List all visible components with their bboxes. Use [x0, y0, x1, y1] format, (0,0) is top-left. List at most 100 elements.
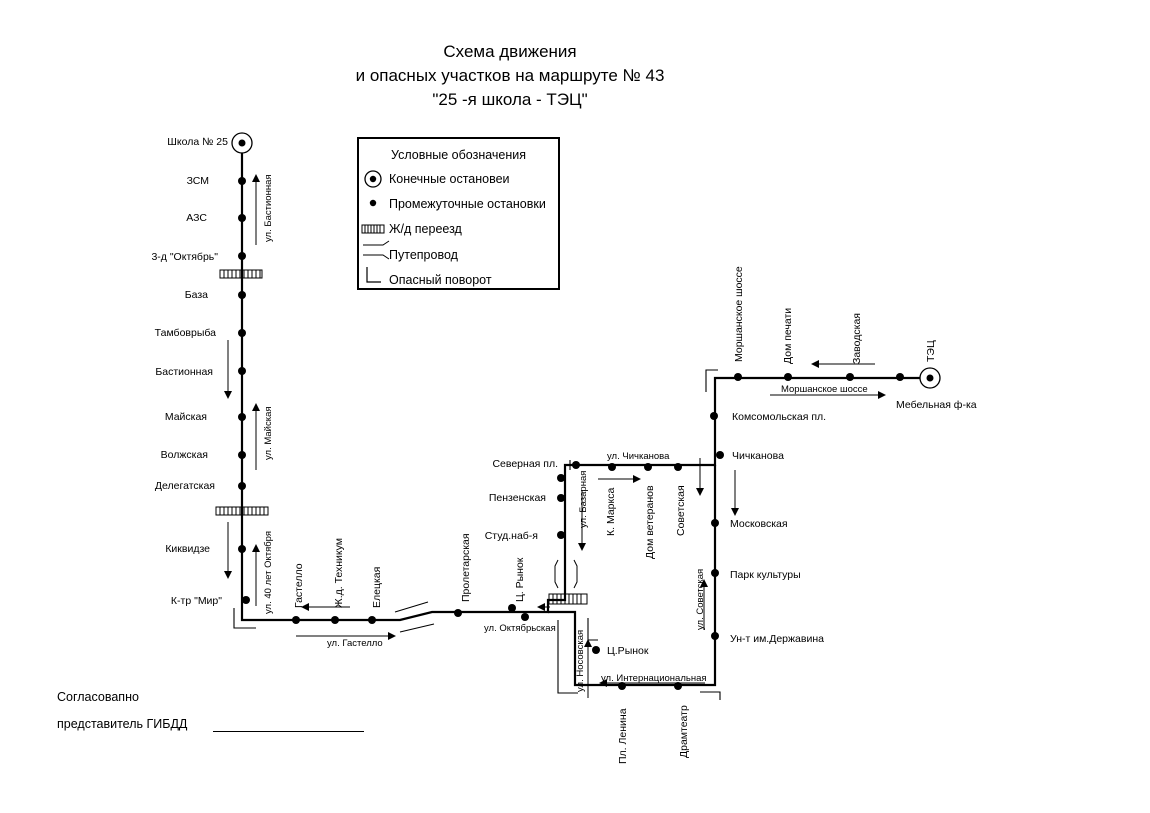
- dangerous-turn-6: [587, 618, 598, 641]
- stop-label-volzhskaya: Волжская: [161, 449, 208, 461]
- legend-heading: Условные обозначения: [390, 148, 527, 162]
- railway-crossing-icon: [361, 224, 385, 234]
- stop-dot-eletskaya: [368, 616, 376, 624]
- stop-dot-penzenskaya: [557, 494, 565, 502]
- stop-label-mir: К-тр "Мир": [171, 595, 222, 607]
- legend-overpass-label: Путепровод: [389, 248, 458, 262]
- stop-label-moskovskaya: Московская: [730, 518, 788, 530]
- stop-label-morshanskoe: Моршанское шоссе: [733, 266, 745, 362]
- stop-dot-derzhavina: [711, 632, 719, 640]
- stop-label-stud: Студ.наб-я: [485, 530, 538, 542]
- stop-dot-pl-lenina: [618, 682, 626, 690]
- street-label-morshanskoe: Моршанское шоссе: [781, 384, 868, 395]
- stop-dot-ts-rynok-top: [508, 604, 516, 612]
- title-line-3: "25 -я школа - ТЭЦ": [432, 90, 588, 109]
- stop-label-bastionnaya: Бастионная: [155, 366, 213, 378]
- stop-label-proletarskaya: Пролетарская: [460, 533, 472, 602]
- stop-dot-proletarskaya: [454, 609, 462, 617]
- stop-dot-dramteatr: [674, 682, 682, 690]
- terminal-stop-tets: [919, 367, 941, 389]
- street-label-sovetskaya: ул. Советская: [695, 569, 706, 630]
- street-label-oktyabrskaya: ул. Октябрьская: [484, 623, 556, 634]
- stop-dot-kikvidze: [238, 545, 246, 553]
- stop-label-derzhavina: Ун-т им.Державина: [730, 633, 824, 645]
- stop-label-dom-pechati: Дом печати: [782, 308, 794, 364]
- stop-dot-chichkanova-1: [608, 463, 616, 471]
- dangerous-turn-icon: [366, 267, 381, 283]
- stop-dot-mebelnaya: [896, 373, 904, 381]
- street-label-bazarnaya: ул. Базарная: [578, 471, 589, 528]
- stop-dot-technikum: [331, 616, 339, 624]
- legend-railway-label: Ж/д переезд: [389, 222, 462, 236]
- overpass-1: [394, 601, 435, 633]
- stop-label-ts-rynok-top: Ц. Рынок: [514, 557, 526, 602]
- street-label-internatsionalnaya: ул. Интернациональная: [601, 673, 707, 684]
- stop-label-komsomolskaya: Комсомольская пл.: [732, 411, 826, 423]
- legend: Условные обозначения Конечные остановеи …: [357, 137, 560, 290]
- street-label-gastello: ул. Гастелло: [327, 638, 383, 649]
- stop-label-kikvidze: Киквидзе: [165, 543, 210, 555]
- stop-dot-mir: [242, 596, 250, 604]
- stop-label-azs: АЗС: [186, 212, 207, 224]
- stop-dot-komsomolskaya: [710, 412, 718, 420]
- stop-dot-severnaya-2: [557, 474, 565, 482]
- stop-label-gastello: Гастелло: [293, 563, 305, 608]
- stop-label-tets: ТЭЦ: [925, 340, 937, 362]
- stop-label-zsm: ЗСМ: [187, 175, 209, 187]
- stop-dot-tambovryba: [238, 329, 246, 337]
- stop-dot-azs: [238, 214, 246, 222]
- route-loop: [548, 465, 717, 687]
- footer-gibdd: представитель ГИБДД: [57, 717, 188, 731]
- street-label-bastionnaya: ул. Бастионная: [263, 175, 274, 243]
- stop-dot-zavodskaya: [846, 373, 854, 381]
- stop-dot-park: [711, 569, 719, 577]
- stop-label-zd-oktyabr: 3-д "Октябрь": [151, 251, 218, 263]
- stop-label-dom-veteranov: Дом ветеранов: [644, 485, 656, 559]
- dangerous-turn-4: [700, 691, 721, 700]
- railway-crossing-2: [215, 506, 269, 516]
- stop-label-penzenskaya: Пензенская: [489, 492, 546, 504]
- legend-terminal-label: Конечные остановеи: [389, 172, 510, 186]
- overpass-2: [554, 559, 578, 589]
- stop-label-pl-lenina: Пл. Ленина: [617, 708, 629, 764]
- stop-dot-morshanskoe: [734, 373, 742, 381]
- stop-dot-delegatskaya: [238, 482, 246, 490]
- stop-label-baza: База: [185, 289, 208, 301]
- stop-dot-volzhskaya: [238, 451, 246, 459]
- stop-dot-severnaya: [572, 461, 580, 469]
- title-line-2: и опасных участков на маршруте № 43: [355, 66, 665, 85]
- stop-dot-stud: [557, 531, 565, 539]
- stop-dot-baza: [238, 291, 246, 299]
- stop-label-mayskaya: Майская: [165, 411, 207, 423]
- legend-intermediate-label: Промежуточные остановки: [389, 197, 546, 211]
- railway-crossing-1: [219, 269, 263, 279]
- stop-dot-moskovskaya: [711, 519, 719, 527]
- stop-label-dramteatr: Драмтеатр: [678, 705, 690, 758]
- stop-label-chichkanova: Чичканова: [732, 450, 784, 462]
- terminal-stop-school: [231, 132, 253, 154]
- stop-label-marksa: К. Маркса: [605, 488, 617, 536]
- dangerous-turn-1: [233, 608, 256, 629]
- stop-dot-bastionnaya: [238, 367, 246, 375]
- legend-symbols: [361, 170, 390, 283]
- signature-line: [213, 731, 364, 732]
- stop-label-technikum: Ж.д. Техникум: [333, 538, 345, 608]
- stop-dot-ts-rynok: [592, 646, 600, 654]
- intermediate-stop-icon: [369, 199, 377, 207]
- stop-dot-gastello: [292, 616, 300, 624]
- stop-dot-chichkanova: [716, 451, 724, 459]
- overpass-icon: [363, 240, 390, 260]
- stop-label-school: Школа № 25: [167, 136, 228, 148]
- route-line: [240, 145, 930, 622]
- street-label-chichkanova: ул. Чичканова: [607, 451, 670, 462]
- stop-label-ts-rynok: Ц.Рынок: [607, 645, 649, 657]
- stop-dot-mayskaya: [238, 413, 246, 421]
- legend-dangerous-turn-label: Опасный поворот: [389, 273, 492, 287]
- street-label-mayskaya: ул. Майская: [263, 406, 274, 460]
- dangerous-turn-2: [557, 620, 578, 694]
- stop-label-sovetskaya: Советская: [675, 485, 687, 536]
- stop-label-mebelnaya: Мебельная ф-ка: [896, 399, 977, 411]
- stop-label-severnaya: Северная пл.: [492, 458, 558, 470]
- stop-label-delegatskaya: Делегатская: [155, 480, 215, 492]
